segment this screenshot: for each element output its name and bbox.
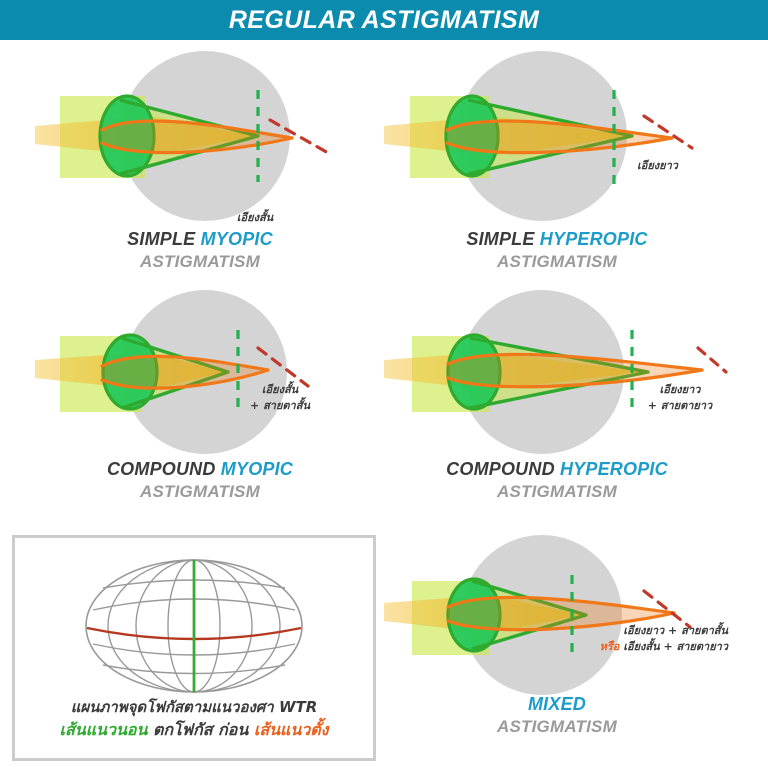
axis-dashed-line xyxy=(268,118,332,156)
lens-outline xyxy=(444,94,500,178)
caption-mixed: MIXED ASTIGMATISM xyxy=(382,693,732,738)
caption-word-blue: HYPEROPIC xyxy=(539,229,648,249)
legend-box: แผนภาพจุดโฟกัสตามแนวองศา WTR เส้นแนวนอน … xyxy=(12,535,376,761)
caption-word-blue: MYOPIC xyxy=(200,229,273,249)
caption-word-blue: MYOPIC xyxy=(220,459,294,479)
lens-outline xyxy=(446,577,502,653)
axis-dashed-line xyxy=(642,589,692,629)
annotation-mixed: เอียงยาว + สายตาสั้น หรือ เอียงสั้น + สา… xyxy=(572,623,728,654)
annotation-line: เอียงยาว xyxy=(659,383,701,396)
wtr-globe-svg xyxy=(85,559,303,693)
annotation-line-text: เอียงสั้น + สายตายาว xyxy=(623,639,728,653)
orange-ray-lower xyxy=(100,368,270,390)
green-ray-cone xyxy=(121,336,230,410)
annotation-prefix-or: หรือ xyxy=(599,639,620,653)
caption-simple-hyperopic: SIMPLE HYPEROPIC ASTIGMATISM xyxy=(382,228,732,273)
caption-line-2: ASTIGMATISM xyxy=(497,252,617,272)
orange-ray-lower xyxy=(100,136,294,155)
caption-compound-myopic: COMPOUND MYOPIC ASTIGMATISM xyxy=(30,458,370,503)
green-ray-cone xyxy=(467,98,634,176)
panel-simple-hyperopic: เอียงยาว SIMPLE HYPEROPIC ASTIGMATISM xyxy=(382,48,732,278)
caption-line-1: COMPOUND HYPEROPIC xyxy=(382,458,732,481)
lens-outline xyxy=(446,333,502,411)
orange-ray-fill xyxy=(447,120,672,153)
panel-mixed: เอียงยาว + สายตาสั้น หรือ เอียงสั้น + สา… xyxy=(382,535,732,761)
lens-ellipse xyxy=(100,96,154,176)
caption-line-2: ASTIGMATISM xyxy=(497,482,617,502)
orange-ray-upper xyxy=(100,119,294,140)
lens-outline xyxy=(98,94,156,178)
eye-diagram-mixed xyxy=(384,535,692,695)
caption-compound-hyperopic: COMPOUND HYPEROPIC ASTIGMATISM xyxy=(382,458,732,503)
legend-word-vertical: เส้นแนวตั้ง xyxy=(253,720,329,739)
caption-word-dark: SIMPLE xyxy=(127,229,196,249)
caption-line-1: COMPOUND MYOPIC xyxy=(30,458,370,481)
caption-line-2: ASTIGMATISM xyxy=(140,252,260,272)
annotation-simple-myopic: เอียงสั้น xyxy=(190,210,320,226)
orange-ray-upper xyxy=(446,595,676,615)
caption-line-1: SIMPLE HYPEROPIC xyxy=(382,228,732,251)
eye-diagram-simple-myopic xyxy=(35,51,332,221)
orange-ray-lower xyxy=(446,611,676,632)
eye-diagram-simple-hyperopic xyxy=(384,51,694,221)
annotation-compound-myopic: เอียงสั้น + สายตาสั้น xyxy=(215,382,345,413)
green-ray-cone xyxy=(119,98,260,176)
caption-simple-myopic: SIMPLE MYOPIC ASTIGMATISM xyxy=(30,228,370,273)
orange-ray-upper xyxy=(445,119,674,140)
eye-diagram-compound-myopic xyxy=(35,290,310,454)
caption-word-dark: COMPOUND xyxy=(446,459,555,479)
green-ray-cone xyxy=(469,336,650,410)
axis-dashed-line xyxy=(256,346,310,388)
axis-dashed-line xyxy=(642,114,694,150)
legend-caption-line-2: เส้นแนวนอน ตกโฟกัส ก่อน เส้นแนวตั้ง xyxy=(15,718,373,742)
annotation-compound-hyperopic: เอียงยาว + สายตายาว xyxy=(620,382,740,413)
caption-word-dark: SIMPLE xyxy=(466,229,535,249)
orange-ray-lower xyxy=(446,368,704,389)
eye-diagram-compound-hyperopic xyxy=(384,290,728,454)
caption-word-dark: COMPOUND xyxy=(106,459,216,479)
header-bar: REGULAR ASTIGMATISM xyxy=(0,0,768,40)
annotation-line: + สายตายาว xyxy=(647,398,713,412)
orange-ray-upper xyxy=(446,352,704,372)
orange-ray-upper xyxy=(100,354,270,372)
lens-ellipse xyxy=(103,335,157,409)
lens-outline xyxy=(101,333,159,411)
green-cone-fill xyxy=(468,100,632,174)
caption-word-blue: MIXED xyxy=(527,694,586,714)
panel-compound-hyperopic: เอียงยาว + สายตายาว COMPOUND HYPEROPIC A… xyxy=(382,290,732,510)
orange-ray-lower xyxy=(445,136,674,155)
legend-caption: แผนภาพจุดโฟกัสตามแนวองศา WTR เส้นแนวนอน … xyxy=(15,696,373,743)
legend-word-horizontal: เส้นแนวนอน xyxy=(59,720,148,739)
lens-ellipse xyxy=(446,96,498,176)
legend-word-middle: ตกโฟกัส ก่อน xyxy=(153,720,249,739)
annotation-line: เอียงสั้น xyxy=(236,211,274,224)
annotation-line-with-prefix: หรือ เอียงสั้น + สายตายาว xyxy=(572,639,728,655)
globe-illustration xyxy=(79,554,309,703)
caption-word-blue: HYPEROPIC xyxy=(559,459,668,479)
caption-line-1: MIXED xyxy=(382,693,732,716)
panel-simple-myopic: เอียงสั้น SIMPLE MYOPIC ASTIGMATISM xyxy=(30,48,370,278)
orange-ray-fill xyxy=(102,120,292,153)
axis-dashed-line xyxy=(696,346,728,374)
page-title: REGULAR ASTIGMATISM xyxy=(228,5,540,34)
annotation-line: เอียงยาว xyxy=(637,159,678,172)
annotation-simple-hyperopic: เอียงยาว xyxy=(637,158,678,174)
legend-caption-line-1: แผนภาพจุดโฟกัสตามแนวองศา WTR xyxy=(70,697,318,716)
panel-compound-myopic: เอียงสั้น + สายตาสั้น COMPOUND MYOPIC AS… xyxy=(30,290,370,510)
annotation-line: + สายตาสั้น xyxy=(250,398,310,412)
lens-ellipse xyxy=(448,335,500,409)
caption-line-1: SIMPLE MYOPIC xyxy=(30,228,370,251)
caption-line-2: ASTIGMATISM xyxy=(140,482,260,502)
green-cone-fill xyxy=(120,100,258,174)
annotation-line: เอียงยาว + สายตาสั้น xyxy=(623,624,728,637)
annotation-line: เอียงสั้น xyxy=(261,383,299,396)
green-ray-cone xyxy=(471,579,588,651)
caption-line-2: ASTIGMATISM xyxy=(497,717,617,737)
